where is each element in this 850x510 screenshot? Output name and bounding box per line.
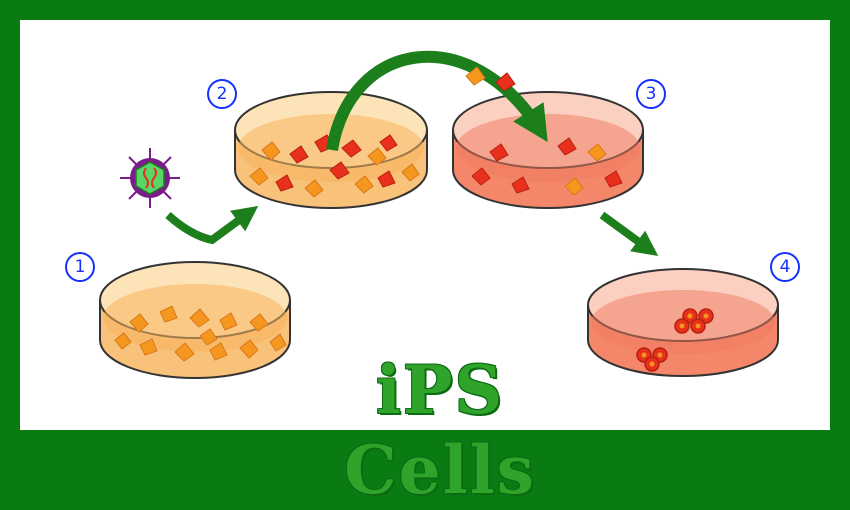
cells-dish-3 bbox=[471, 137, 623, 196]
petri-dish-4 bbox=[587, 268, 779, 377]
step-number-1: 1 bbox=[65, 252, 95, 282]
petri-dish-3 bbox=[452, 91, 644, 209]
arrow-dish-2-to-dish-3 bbox=[326, 50, 548, 151]
arrow-dish-3-to-dish-4 bbox=[599, 211, 659, 257]
arrow-virus-to-dish-2 bbox=[165, 205, 259, 245]
ips-diagram bbox=[99, 50, 779, 379]
petri-dish-2 bbox=[234, 91, 428, 209]
virus-icon bbox=[120, 148, 180, 208]
floating-cells bbox=[465, 66, 516, 92]
step-number-3: 3 bbox=[636, 79, 666, 109]
diagram-title: iPS Cells bbox=[344, 351, 536, 509]
cells-dish-2 bbox=[249, 134, 420, 198]
step-number-4: 4 bbox=[770, 252, 800, 282]
step-number-2: 2 bbox=[207, 79, 237, 109]
cells-dish-1 bbox=[114, 305, 287, 362]
petri-dish-1 bbox=[99, 261, 291, 379]
